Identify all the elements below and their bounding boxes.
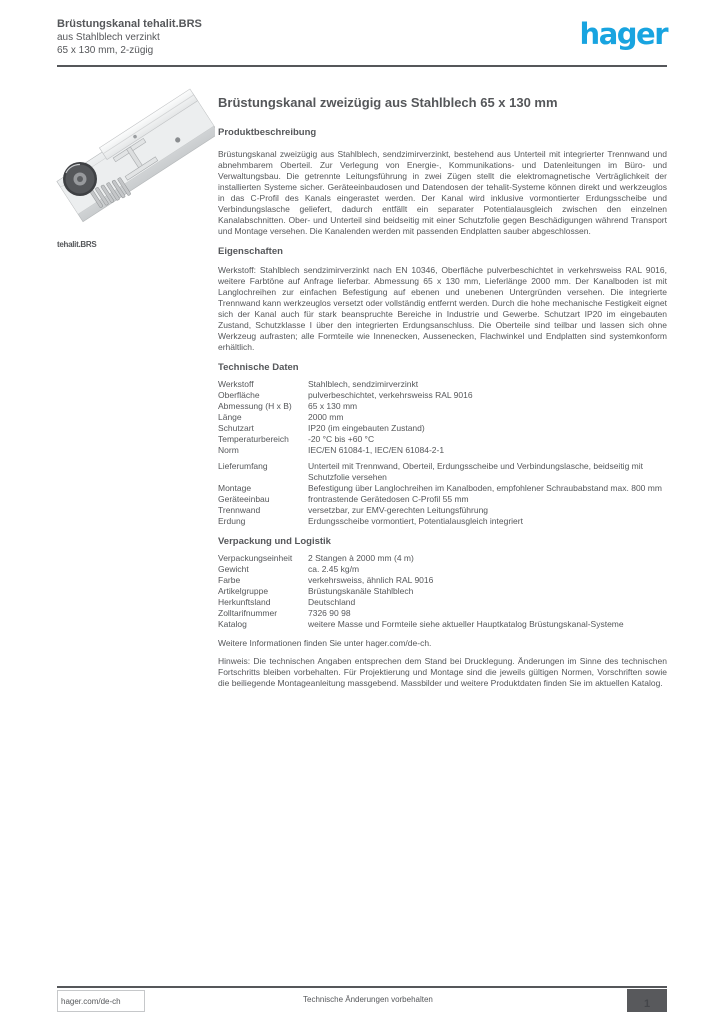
section-heading: Eigenschaften: [218, 246, 283, 257]
paragraph: Hinweis: Die technischen Angaben entspre…: [218, 656, 667, 688]
grounding-disc-icon: [63, 162, 97, 196]
spec-table: Lieferumfang Unterteil mit Trennwand, Ob…: [218, 461, 667, 527]
spec-label: Geräteeinbau: [218, 494, 270, 504]
spec-value: Befestigung über Langlochreihen im Kanal…: [308, 483, 662, 493]
spec-row: Erdung Erdungsscheibe vormontiert, Poten…: [218, 516, 667, 527]
section-heading: Technische Daten: [218, 362, 299, 373]
spec-row: Verpackungseinheit 2 Stangen à 2000 mm (…: [218, 553, 667, 564]
spec-label: Trennwand: [218, 505, 261, 515]
section-heading: Verpackung und Logistik: [218, 536, 331, 547]
spec-value: pulverbeschichtet, verkehrsweiss RAL 901…: [308, 390, 473, 400]
spec-row: Abmessung (H x B) 65 x 130 mm: [218, 401, 667, 412]
spec-value: versetzbar, zur EMV-gerechten Leitungsfü…: [308, 505, 489, 515]
spec-label: Zolltarifnummer: [218, 608, 278, 618]
header-product-line-3: 65 x 130 mm, 2-zügig: [57, 45, 154, 56]
spec-label: Herkunftsland: [218, 597, 271, 607]
footer-page-number: 1: [643, 998, 651, 1010]
spec-label: Verpackungseinheit: [218, 553, 293, 563]
spec-value: Unterteil mit Trennwand, Oberteil, Erdun…: [308, 461, 643, 482]
spec-label: Montage: [218, 483, 252, 493]
footer-url-link[interactable]: hager.com/de-ch: [61, 996, 121, 1006]
spec-label: Schutzart: [218, 423, 254, 433]
footer-divider: [57, 986, 667, 988]
spec-label: Artikelgruppe: [218, 586, 269, 596]
paragraph: Brüstungskanal zweizügig aus Stahlblech,…: [218, 149, 667, 236]
spec-label: Farbe: [218, 575, 241, 585]
spec-value: Brüstungskanäle Stahlblech: [308, 586, 414, 596]
product-image-caption: tehalit.BRS: [57, 240, 97, 249]
spec-value: ca. 2.45 kg/m: [308, 564, 360, 574]
header-product-block: Brüstungskanal tehalit.BRS aus Stahlblec…: [57, 18, 507, 57]
product-image: [53, 84, 220, 236]
spec-value: 2000 mm: [308, 412, 344, 422]
spec-table: Verpackungseinheit 2 Stangen à 2000 mm (…: [218, 553, 667, 630]
header-product-line-2: aus Stahlblech verzinkt: [57, 32, 160, 43]
footer-page-box: 1: [627, 989, 667, 1012]
spec-row: Farbe verkehrsweiss, ähnlich RAL 9016: [218, 575, 667, 586]
spec-row: Montage Befestigung über Langlochreihen …: [218, 483, 667, 494]
footer-note: Technische Änderungen vorbehalten: [303, 995, 433, 1004]
paragraph: Werkstoff: Stahlblech sendzimirverzinkt …: [218, 265, 667, 352]
spec-value: frontrastende Gerätedosen C-Profil 55 mm: [308, 494, 469, 504]
spec-value: 2 Stangen à 2000 mm (4 m): [308, 553, 414, 563]
spec-row: Katalog weitere Masse und Formteile sieh…: [218, 619, 667, 630]
spec-row: Artikelgruppe Brüstungskanäle Stahlblech: [218, 586, 667, 597]
spec-value: weitere Masse und Formteile siehe aktuel…: [308, 619, 624, 629]
spec-row: Trennwand versetzbar, zur EMV-gerechten …: [218, 505, 667, 516]
spec-row: Gewicht ca. 2.45 kg/m: [218, 564, 667, 575]
spec-row: Zolltarifnummer 7326 90 98: [218, 608, 667, 619]
header-divider: [57, 65, 667, 67]
spec-row: Länge 2000 mm: [218, 412, 667, 423]
spec-value: 65 x 130 mm: [308, 401, 358, 411]
main-content: Brüstungskanal zweizügig aus Stahlblech …: [218, 95, 667, 689]
spec-label: Katalog: [218, 619, 247, 629]
spec-row: Temperaturbereich -20 °C bis +60 °C: [218, 434, 667, 445]
spec-label: Temperaturbereich: [218, 434, 289, 444]
spec-value: Stahlblech, sendzimirverzinkt: [308, 379, 419, 389]
spec-value: 7326 90 98: [308, 608, 351, 618]
hager-logo: hager: [579, 17, 669, 51]
spec-label: Gewicht: [218, 564, 249, 574]
page-title: Brüstungskanal zweizügig aus Stahlblech …: [218, 95, 558, 110]
spec-row: Werkstoff Stahlblech, sendzimirverzinkt: [218, 379, 667, 390]
text-line: Weitere Informationen finden Sie unter h…: [218, 638, 432, 648]
spec-label: Lieferumfang: [218, 461, 268, 471]
spec-value: -20 °C bis +60 °C: [308, 434, 375, 444]
duct-illustration: [56, 88, 220, 223]
spec-row: Schutzart IP20 (im eingebauten Zustand): [218, 423, 667, 434]
spec-value: Erdungsscheibe vormontiert, Potentialaus…: [308, 516, 523, 526]
section-heading: Produktbeschreibung: [218, 127, 317, 138]
spec-label: Länge: [218, 412, 242, 422]
footer-url-box: hager.com/de-ch: [57, 990, 145, 1012]
spec-label: Abmessung (H x B): [218, 401, 292, 411]
spec-table: Werkstoff Stahlblech, sendzimirverzinkt …: [218, 379, 667, 456]
spec-row: Norm IEC/EN 61084-1, IEC/EN 61084-2-1: [218, 445, 667, 456]
spec-value: verkehrsweiss, ähnlich RAL 9016: [308, 575, 434, 585]
spec-label: Werkstoff: [218, 379, 254, 389]
spec-label: Norm: [218, 445, 239, 455]
spec-row: Geräteeinbau frontrastende Gerätedosen C…: [218, 494, 667, 505]
spec-value: Deutschland: [308, 597, 356, 607]
spec-label: Erdung: [218, 516, 246, 526]
spec-label: Oberfläche: [218, 390, 260, 400]
spec-row: Lieferumfang Unterteil mit Trennwand, Ob…: [218, 461, 667, 483]
spec-value: IP20 (im eingebauten Zustand): [308, 423, 425, 433]
spec-row: Herkunftsland Deutschland: [218, 597, 667, 608]
spec-row: Oberfläche pulverbeschichtet, verkehrswe…: [218, 390, 667, 401]
header-product-line-1: Brüstungskanal tehalit.BRS: [57, 18, 202, 30]
spec-value: IEC/EN 61084-1, IEC/EN 61084-2-1: [308, 445, 445, 455]
